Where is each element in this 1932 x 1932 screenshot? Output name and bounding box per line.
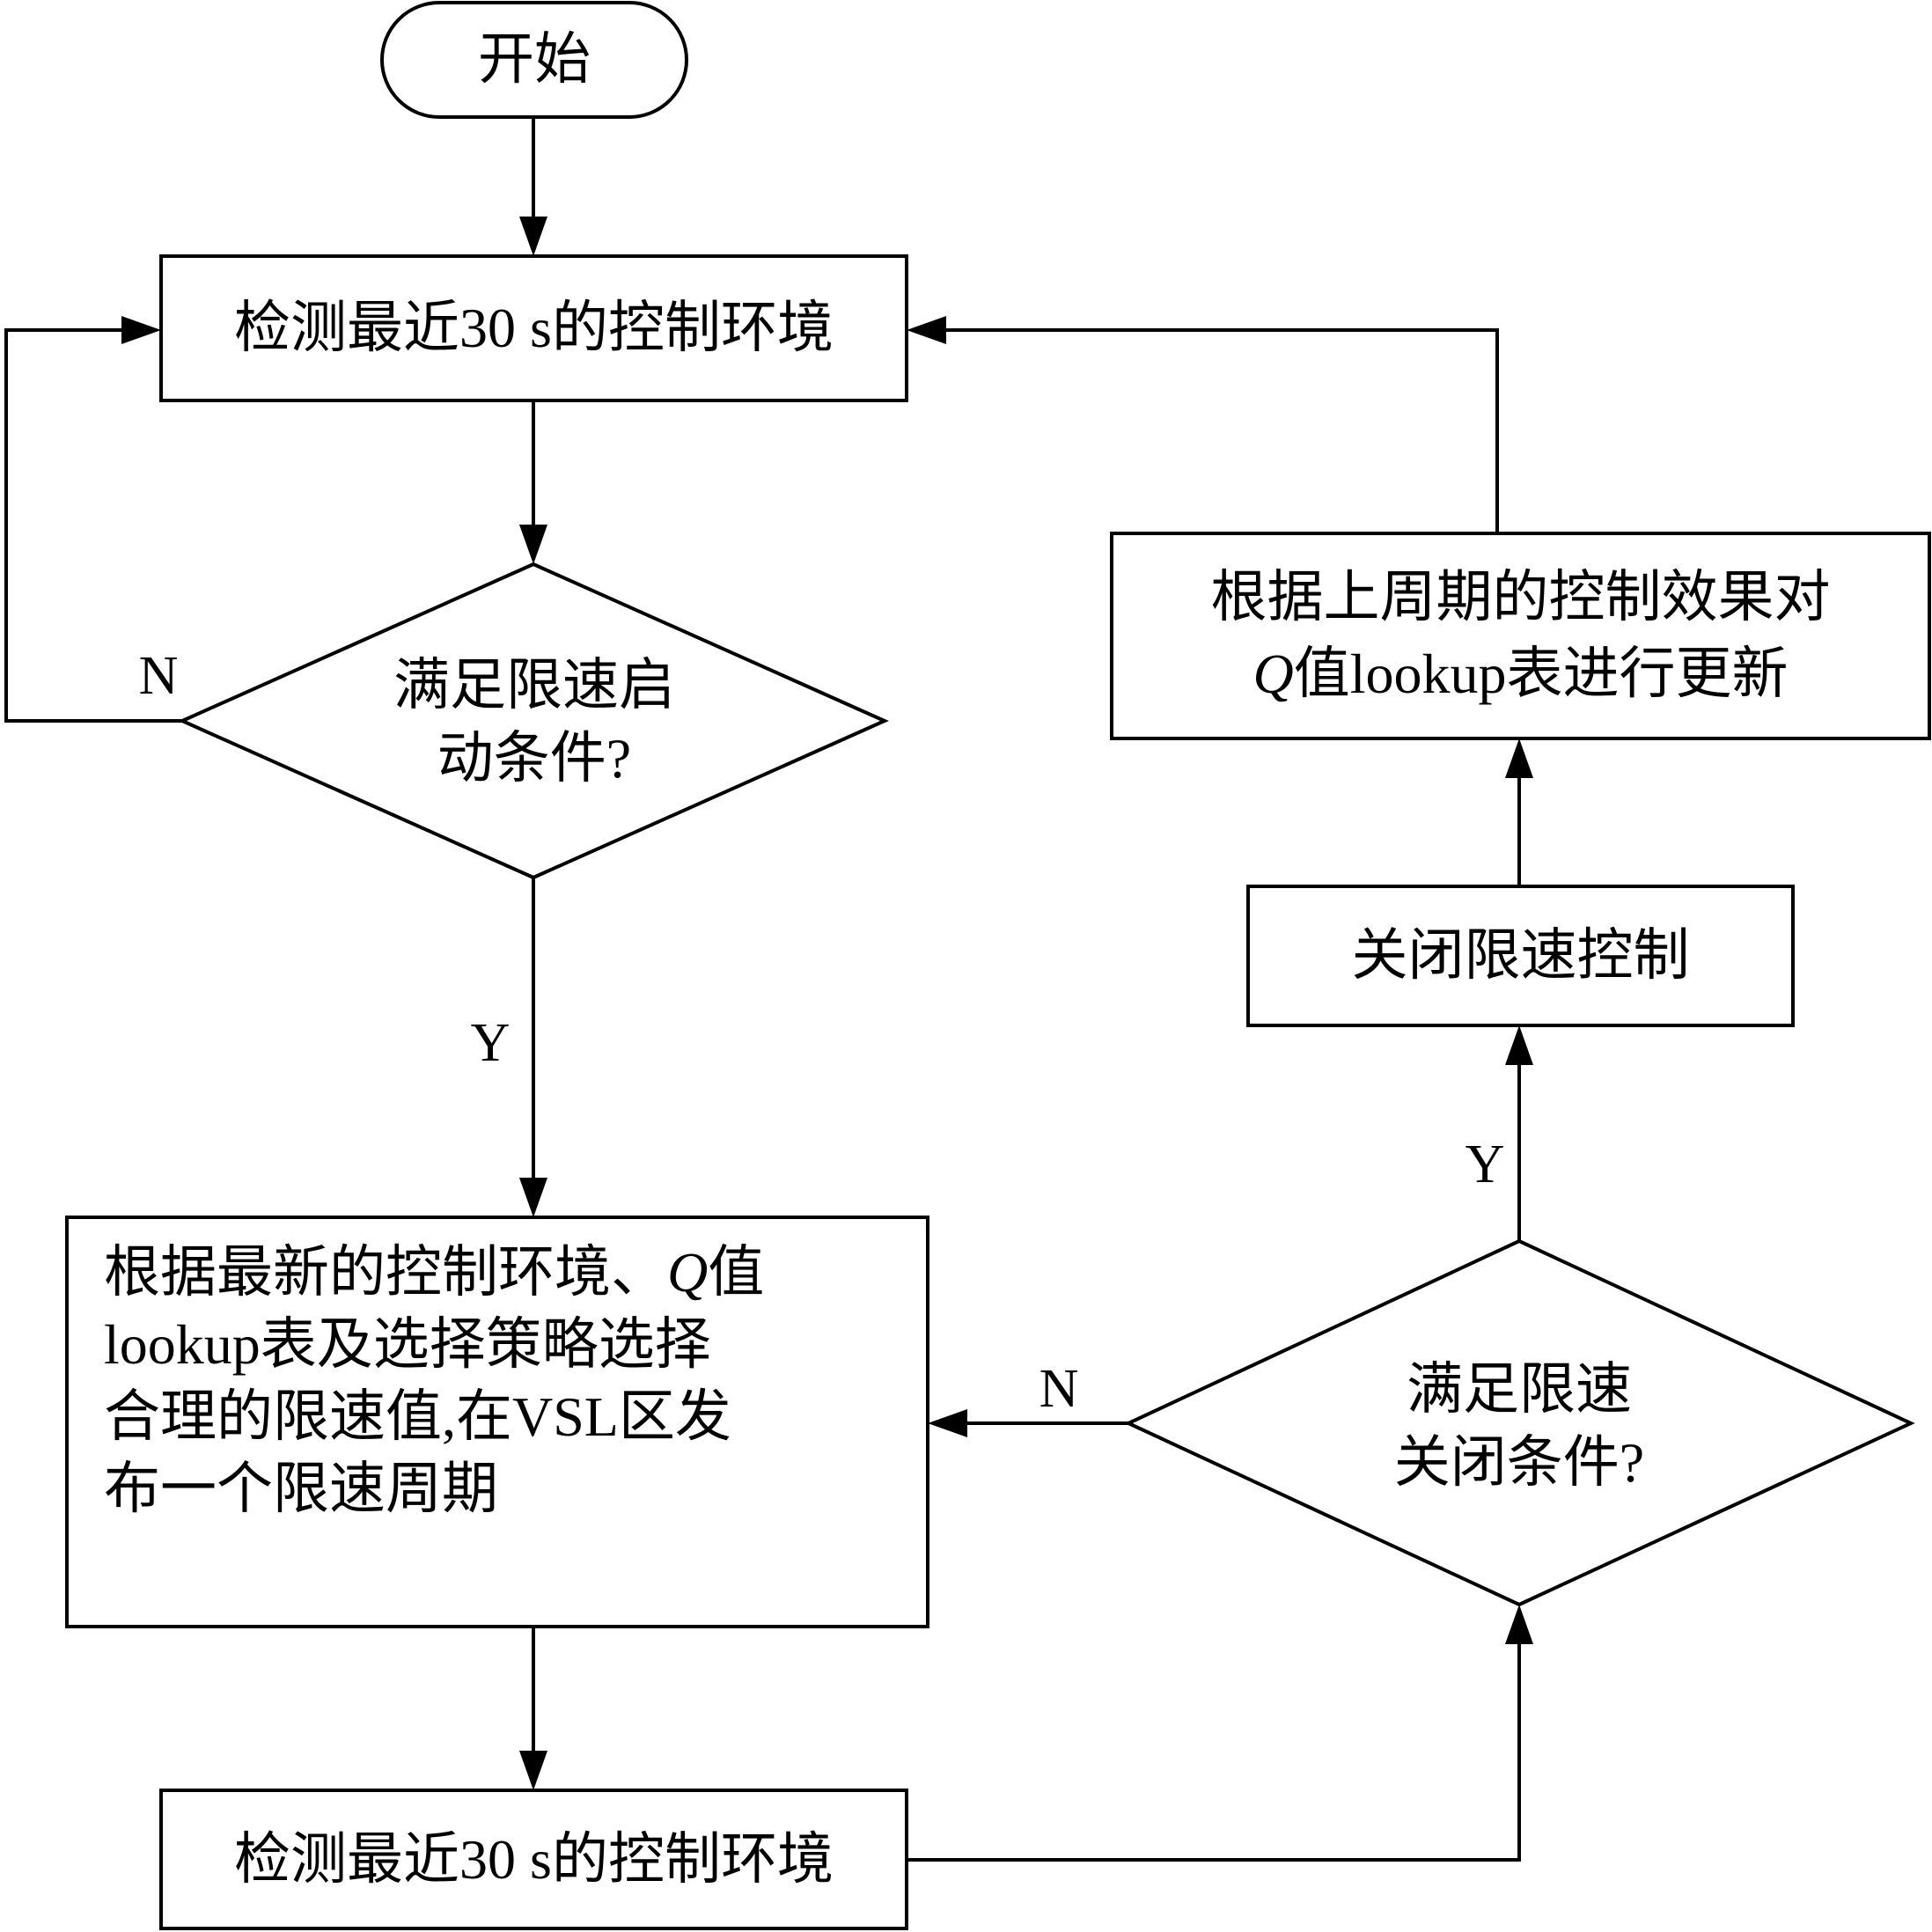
select-limit-line2: lookup表及选择策略选择 bbox=[104, 1312, 711, 1376]
detect-box-1 bbox=[159, 254, 908, 402]
edge-label-close-yes: Y bbox=[1465, 1134, 1505, 1194]
edge-detect2-to-close-decision bbox=[907, 1641, 1521, 1862]
edge-update-to-detect1 bbox=[943, 328, 1499, 533]
arrowhead-down bbox=[519, 1178, 547, 1217]
arrowhead-left bbox=[928, 1409, 967, 1437]
update-q-text: 值lookup表进行更新 bbox=[1293, 642, 1789, 705]
q-symbol: Q bbox=[667, 1241, 709, 1304]
update-q-line1: 根据上周期的控制效果对 bbox=[1210, 566, 1831, 629]
detect-box-2 bbox=[159, 1789, 908, 1930]
edge-decision-no-loop bbox=[4, 328, 182, 723]
decision-close-line1: 满足限速 bbox=[1407, 1357, 1632, 1421]
select-limit-text: 值 bbox=[708, 1241, 765, 1304]
arrowhead-up bbox=[1505, 738, 1533, 778]
decision-start-line2: 动条件? bbox=[437, 727, 632, 790]
start-label: 开始 bbox=[478, 28, 591, 92]
arrowhead-down bbox=[519, 217, 547, 256]
decision-start-line1: 满足限速启 bbox=[393, 653, 675, 716]
q-symbol: Q bbox=[1252, 642, 1294, 705]
arrowhead-up bbox=[1505, 1025, 1533, 1065]
decision-close-line2: 关闭条件? bbox=[1393, 1431, 1645, 1494]
arrowhead-up bbox=[1505, 1605, 1533, 1644]
update-q-box bbox=[1110, 532, 1931, 740]
arrowhead-down bbox=[519, 525, 547, 564]
edge-label-start-yes: Y bbox=[470, 1012, 511, 1073]
decision-start-label: 满足限速启 动条件? bbox=[270, 616, 798, 827]
edge-label-close-no: N bbox=[1039, 1358, 1079, 1419]
select-limit-line3: 合理的限速值,在VSL区发 bbox=[104, 1385, 731, 1448]
arrowhead-down bbox=[519, 1751, 547, 1790]
select-limit-label: 根据最新的控制环境、Q值 lookup表及选择策略选择 合理的限速值,在VSL区… bbox=[104, 1237, 914, 1606]
select-limit-text: 根据最新的控制环境、 bbox=[104, 1241, 667, 1304]
detect2-label: 检测最近30 s的控制环境 bbox=[234, 1827, 834, 1891]
select-limit-box bbox=[65, 1216, 929, 1628]
select-limit-line1: 根据最新的控制环境、Q值 bbox=[104, 1237, 764, 1309]
arrowhead-right bbox=[121, 316, 161, 344]
close-control-label: 关闭限速控制 bbox=[1351, 924, 1690, 988]
update-q-label: 根据上周期的控制效果对 Q值lookup表进行更新 bbox=[1112, 533, 1929, 738]
select-limit-line4: 布一个限速周期 bbox=[104, 1457, 498, 1520]
decision-close-label: 满足限速 关闭条件? bbox=[1255, 1320, 1783, 1532]
detect1-label: 检测最近30 s的控制环境 bbox=[234, 297, 834, 360]
edge-label-start-no: N bbox=[138, 645, 179, 706]
arrowhead-left bbox=[907, 316, 946, 344]
update-q-line2: Q值lookup表进行更新 bbox=[1253, 636, 1789, 712]
